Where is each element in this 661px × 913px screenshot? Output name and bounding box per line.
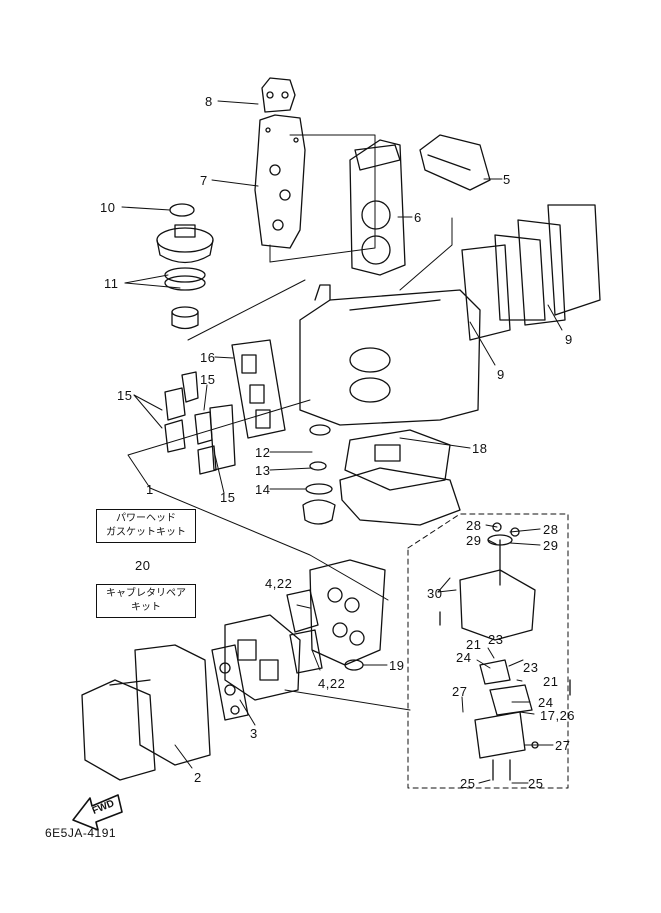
callout-16: 16 — [200, 350, 216, 365]
callout-14: 14 — [255, 482, 271, 497]
callout-20: 20 — [135, 558, 151, 573]
part-6-cylinder-head — [349, 139, 406, 276]
callout-5: 5 — [503, 172, 511, 187]
part-18-gasket — [344, 429, 451, 491]
part-11-rings — [164, 267, 206, 330]
callout-8: 8 — [205, 94, 213, 109]
callout-24-right: 24 — [538, 695, 554, 710]
lower-housing-plate — [339, 467, 461, 526]
callout-25-left: 25 — [460, 776, 476, 791]
callout-10: 10 — [100, 200, 116, 215]
callout-17-26: 17,26 — [540, 708, 576, 723]
callout-12: 12 — [255, 445, 271, 460]
intake-manifold — [309, 559, 386, 666]
callout-27-left: 27 — [452, 684, 468, 699]
callout-6: 6 — [414, 210, 422, 225]
callout-24-left: 24 — [456, 650, 472, 665]
callout-21-right: 21 — [543, 674, 559, 689]
callout-23-right: 23 — [523, 660, 539, 675]
part-10-seal — [169, 203, 195, 217]
callout-2: 2 — [194, 770, 202, 785]
callout-15-left: 15 — [117, 388, 133, 403]
callout-19: 19 — [389, 658, 405, 673]
callout-23-left: 23 — [488, 632, 504, 647]
carburetor-breakout-frame — [407, 513, 569, 789]
callout-1: 1 — [146, 482, 154, 497]
part-15-reed-valves — [164, 371, 236, 475]
carburetor-assembly — [224, 614, 301, 701]
callout-30: 30 — [427, 586, 443, 601]
callout-13: 13 — [255, 463, 271, 478]
part-2-silencer — [81, 644, 211, 781]
callout-7: 7 — [200, 173, 208, 188]
parts-12-13-14-seals — [302, 424, 336, 525]
callout-18: 18 — [472, 441, 488, 456]
part-4-22-gaskets — [286, 589, 323, 674]
bracket-lines — [127, 134, 453, 711]
callout-29-right: 29 — [543, 538, 559, 553]
part-7-gasket — [254, 114, 306, 249]
callout-29-left: 29 — [466, 533, 482, 548]
callout-27-right: 27 — [555, 738, 571, 753]
callout-15-mid: 15 — [200, 372, 216, 387]
diagram-code: 6E5JA-4191 — [45, 826, 117, 840]
part-19-gasket — [344, 659, 364, 671]
carb-kit-line1: キャブレタリペア — [106, 588, 186, 599]
powerhead-gasket-kit-box: パワーヘッド ガスケットキット — [96, 509, 196, 543]
callout-28-right: 28 — [543, 522, 559, 537]
carb-kit-line2: キット — [131, 602, 161, 613]
callout-11: 11 — [104, 276, 119, 291]
part-5-cover — [419, 134, 491, 191]
part-3-gasket — [211, 644, 249, 721]
part-9-exhaust-covers — [461, 204, 601, 341]
thermostat-housing — [156, 224, 214, 264]
callout-9-mid: 9 — [497, 367, 505, 382]
carburetor-repair-kit-box: キャブレタリペア キット — [96, 584, 196, 618]
callout-3: 3 — [250, 726, 258, 741]
leader-lines — [121, 100, 563, 784]
part-8-plate — [261, 77, 296, 113]
gasket-kit-line1: パワーヘッド — [116, 513, 176, 524]
cylinder-block — [299, 284, 481, 426]
carburetor-breakdown — [439, 522, 571, 781]
callout-4-22-bottom: 4,22 — [318, 676, 346, 691]
callout-15-bottom: 15 — [220, 490, 236, 505]
gasket-kit-line2: ガスケットキット — [106, 527, 186, 538]
callout-4-22-top: 4,22 — [265, 576, 293, 591]
callout-21-left: 21 — [466, 637, 482, 652]
callout-9-right: 9 — [565, 332, 573, 347]
callout-25-right: 25 — [528, 776, 544, 791]
callout-28-left: 28 — [466, 518, 482, 533]
part-16-gasket — [231, 339, 286, 439]
fwd-arrow-icon — [72, 794, 123, 831]
